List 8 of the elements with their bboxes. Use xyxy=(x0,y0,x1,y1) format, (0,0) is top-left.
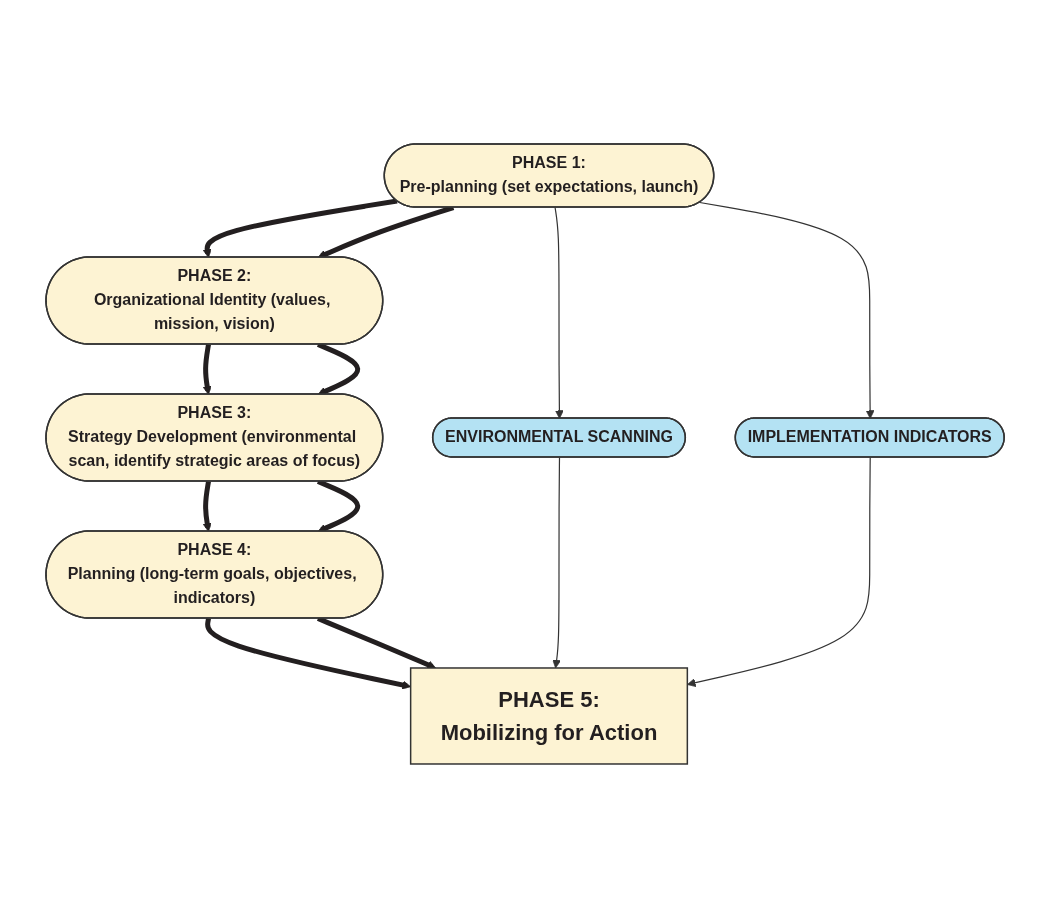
arrow xyxy=(202,480,212,532)
arrow xyxy=(552,456,561,668)
arrow xyxy=(202,343,212,395)
node-box: PHASE 5: Mobilizing for Action xyxy=(409,666,688,765)
arrow xyxy=(699,201,875,419)
arrow xyxy=(554,206,564,419)
arrow xyxy=(202,198,398,258)
arrow xyxy=(205,617,411,689)
